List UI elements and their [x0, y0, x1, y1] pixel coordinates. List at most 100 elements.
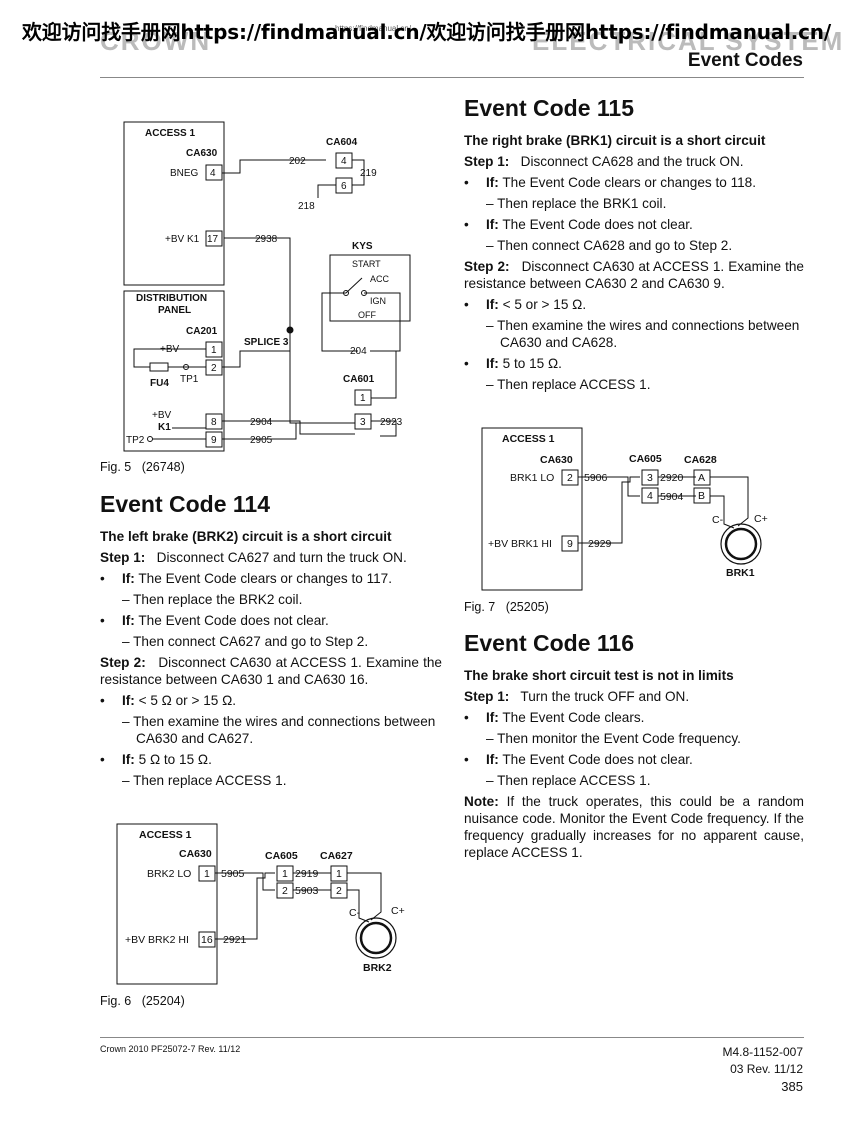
- ec116-step1-text: Turn the truck OFF and ON.: [520, 689, 690, 704]
- fig5-kys-label: KYS: [352, 241, 373, 252]
- fig6-hi-pin: 16: [201, 934, 213, 946]
- fig7-ca628-pin-a: A: [698, 472, 705, 484]
- fig7-ca605-pin-4: 4: [647, 490, 653, 502]
- ec114-step-1: Step 1: Disconnect CA627 and turn the tr…: [100, 549, 442, 566]
- fig6-hi-label: +BV BRK2 HI: [125, 934, 189, 946]
- fig6-ca605-pin-1: 1: [282, 868, 288, 880]
- ec115-if-label-3: If:: [486, 297, 499, 312]
- ec116-b1-text: The Event Code clears.: [502, 710, 645, 725]
- fig5-access-label: ACCESS 1: [145, 128, 195, 139]
- fig5-tp2-label: TP2: [126, 435, 145, 446]
- fig5-dist-panel-1: DISTRIBUTION: [136, 293, 207, 304]
- figure-6-wiring-diagram: ACCESS 1 CA630 BRK2 LO 1 +BV BRK2 HI 16 …: [115, 820, 425, 990]
- fig5-ca604-label: CA604: [326, 137, 358, 148]
- ec116-step-1: Step 1: Turn the truck OFF and ON.: [464, 688, 804, 705]
- figure-7-caption: Fig. 7 (25205): [464, 600, 549, 614]
- fig5-kys-start: START: [352, 259, 381, 269]
- ec116-note-text: If the truck operates, this could be a r…: [464, 794, 804, 860]
- fig7-ca628-pin-b: B: [698, 490, 705, 502]
- figure-6-caption: Fig. 6 (25204): [100, 994, 185, 1008]
- ec115-b4-action: – Then replace ACCESS 1.: [486, 377, 651, 392]
- fig5-ca601-pin-1: 1: [360, 393, 366, 404]
- ec115-step1-label: Step 1:: [464, 154, 510, 169]
- ec116-note: Note: If the truck operates, this could …: [464, 793, 804, 861]
- fig7-lo-pin: 2: [567, 472, 573, 484]
- ec114-step1-text: Disconnect CA627 and turn the truck ON.: [156, 550, 407, 565]
- ec116-bullet-1: •If: The Event Code clears.: [464, 710, 645, 725]
- fig7-caption-prefix: Fig. 7: [464, 600, 496, 614]
- fig6-ca627-label: CA627: [320, 850, 353, 862]
- fig5-ca201-pin-1: 1: [211, 345, 217, 356]
- fig5-bvk1-pin: 17: [207, 234, 219, 245]
- fig6-lo-label: BRK2 LO: [147, 868, 191, 880]
- fig6-ca630-label: CA630: [179, 848, 212, 860]
- fig5-ca630-label: CA630: [186, 148, 218, 159]
- fig7-access-label: ACCESS 1: [502, 433, 555, 445]
- fig7-hi-pin: 9: [567, 538, 573, 550]
- fig7-ca605-label: CA605: [629, 453, 662, 465]
- fig5-wire-204: 204: [350, 346, 367, 357]
- fig7-wire-2929: 2929: [588, 538, 612, 550]
- fig5-ca601-label: CA601: [343, 374, 375, 385]
- ec115-step2-label: Step 2:: [464, 259, 510, 274]
- ec114-bullet-4: •If: 5 Ω to 15 Ω.: [100, 752, 212, 767]
- ec115-if-label-4: If:: [486, 356, 499, 371]
- fig5-ca201-label: CA201: [186, 326, 218, 337]
- fig7-wire-5904: 5904: [660, 491, 684, 503]
- fig6-wire-5905: 5905: [221, 868, 245, 880]
- page-section-title: Event Codes: [687, 50, 803, 71]
- fig6-caption-number: (25204): [141, 994, 185, 1008]
- watermark-banner[interactable]: 欢迎访问找手册网https://findmanual.cn/欢迎访问找手册网ht…: [22, 20, 831, 44]
- ec116-bullet-2: •If: The Event Code does not clear.: [464, 752, 693, 767]
- fig5-splice-label: SPLICE 3: [244, 337, 289, 348]
- watermark-url-small: https://findmanual.cn/: [335, 24, 412, 33]
- ec114-step2-label: Step 2:: [100, 655, 146, 670]
- ec115-b3-action: – Then examine the wires and connections…: [486, 318, 800, 350]
- fig7-hi-label: +BV BRK1 HI: [488, 538, 552, 550]
- fig7-coil-label: BRK1: [726, 567, 755, 579]
- fig6-ca605-pin-2: 2: [282, 885, 288, 897]
- ec114-b3-action: – Then examine the wires and connections…: [122, 714, 436, 746]
- header-rule: [100, 77, 804, 78]
- ec114-b1-action: – Then replace the BRK2 coil.: [122, 592, 303, 607]
- fig5-dist-panel-2: PANEL: [158, 305, 191, 316]
- event-code-115-title: Event Code 115: [464, 95, 635, 121]
- fig5-ca201-pin-9: 9: [211, 435, 217, 446]
- footer-doc-info: M4.8-1152-007 03 Rev. 11/12 385: [723, 1044, 804, 1095]
- fig7-wire-5906: 5906: [584, 472, 608, 484]
- figure-5-caption: Fig. 5 (26748): [100, 460, 185, 474]
- ec115-step-1: Step 1: Disconnect CA628 and the truck O…: [464, 153, 804, 170]
- fig5-ca601-pin-3: 3: [360, 417, 366, 428]
- fig5-bvk1-label: +BV K1: [165, 234, 200, 245]
- ec114-if-label-4: If:: [122, 752, 135, 767]
- figure-5-wiring-diagram: ACCESS 1 CA630 BNEG 4 +BV K1 17 202 CA60…: [100, 118, 430, 461]
- fig6-ca627-pin-2: 2: [336, 885, 342, 897]
- ec115-step-2: Step 2: Disconnect CA630 at ACCESS 1. Ex…: [464, 258, 804, 292]
- ec115-b4-text: 5 to 15 Ω.: [502, 356, 562, 371]
- ec116-subtitle: The brake short circuit test is not in l…: [464, 668, 734, 683]
- fig5-ca201-pin-2: 2: [211, 363, 217, 374]
- ec114-bullet-2: •If: The Event Code does not clear.: [100, 613, 329, 628]
- ec116-b1-action: – Then monitor the Event Code frequency.: [486, 731, 741, 746]
- fig5-wire-2938: 2938: [255, 234, 278, 245]
- ec116-if-label-2: If:: [486, 752, 499, 767]
- fig5-kys-acc: ACC: [370, 274, 390, 284]
- fig6-wire-5903: 5903: [295, 885, 319, 897]
- ec116-b2-action: – Then replace ACCESS 1.: [486, 773, 651, 788]
- ec116-b2-text: The Event Code does not clear.: [502, 752, 693, 767]
- fig7-ca628-label: CA628: [684, 454, 717, 466]
- fig6-access-label: ACCESS 1: [139, 829, 192, 841]
- ec114-if-label-1: If:: [122, 571, 135, 586]
- fig7-ca630-label: CA630: [540, 454, 573, 466]
- ec115-b2-action: – Then connect CA628 and go to Step 2.: [486, 238, 733, 253]
- ec114-b2-action: – Then connect CA627 and go to Step 2.: [122, 634, 369, 649]
- ec114-b3-text: < 5 Ω or > 15 Ω.: [138, 693, 237, 708]
- ec114-step1-label: Step 1:: [100, 550, 146, 565]
- fig5-wire-2905: 2905: [250, 435, 273, 446]
- fig5-wire-218: 218: [298, 201, 315, 212]
- ec115-b3-text: < 5 or > 15 Ω.: [502, 297, 587, 312]
- ec115-step1-text: Disconnect CA628 and the truck ON.: [520, 154, 744, 169]
- fig5-caption-number: (26748): [141, 460, 185, 474]
- ec114-b2-text: The Event Code does not clear.: [138, 613, 329, 628]
- fig6-coil-minus: C-: [349, 907, 361, 919]
